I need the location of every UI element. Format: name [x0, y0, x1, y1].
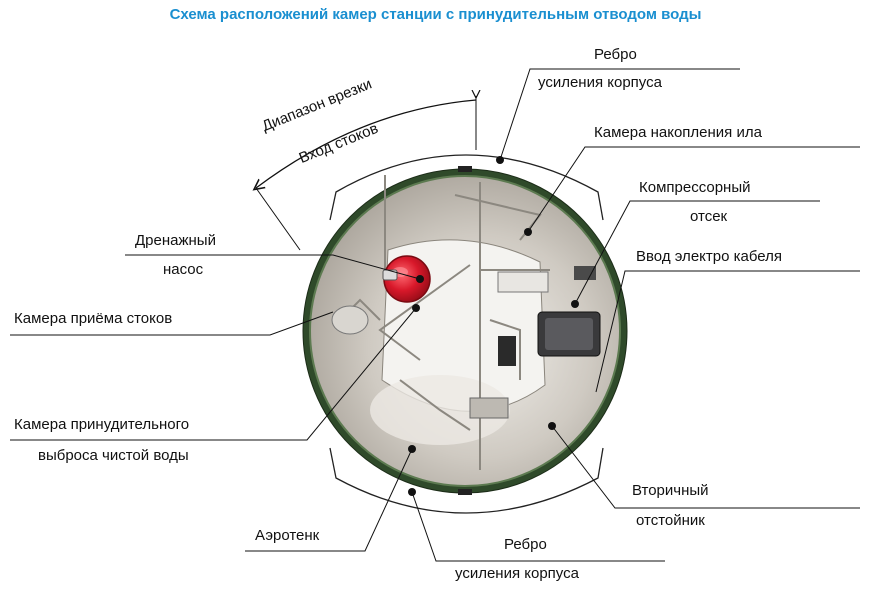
- label-forced-1: Камера принудительного: [14, 416, 190, 433]
- intake-pipe: [331, 305, 369, 335]
- label-cable: Ввод электро кабеля: [636, 248, 782, 265]
- top-flange: [329, 154, 604, 221]
- rib-bottom-marker: [458, 489, 472, 495]
- inlet-range-arc: [256, 99, 477, 188]
- label-secondary-2: отстойник: [636, 512, 705, 529]
- bottom-flange: [329, 447, 604, 514]
- label-forced-2: выброса чистой воды: [38, 447, 189, 464]
- label-pump-1: Дренажный: [135, 232, 216, 249]
- label-pump-2: насос: [163, 261, 204, 278]
- label-compressor-2: отсек: [690, 208, 728, 225]
- label-rib-bottom-2: усиления корпуса: [455, 565, 579, 582]
- filter-box: [497, 271, 549, 293]
- cable-box: [574, 266, 596, 280]
- label-compressor-1: Компрессорный: [639, 179, 751, 196]
- rib-top-marker: [458, 166, 472, 172]
- label-rib-top-2: усиления корпуса: [538, 74, 662, 91]
- leader-dots: [408, 156, 579, 496]
- label-rib-top-1: Ребро: [594, 46, 637, 63]
- label-inlet-chamber: Камера приёма стоков: [14, 310, 173, 327]
- label-sludge: Камера накопления ила: [594, 124, 762, 141]
- label-aerotank: Аэротенк: [255, 527, 320, 544]
- label-secondary-1: Вторичный: [632, 482, 709, 499]
- leader-lines: [10, 68, 860, 562]
- label-rib-bottom-1: Ребро: [504, 536, 547, 553]
- diagram-title: Схема расположений камер станции с прину…: [169, 6, 702, 23]
